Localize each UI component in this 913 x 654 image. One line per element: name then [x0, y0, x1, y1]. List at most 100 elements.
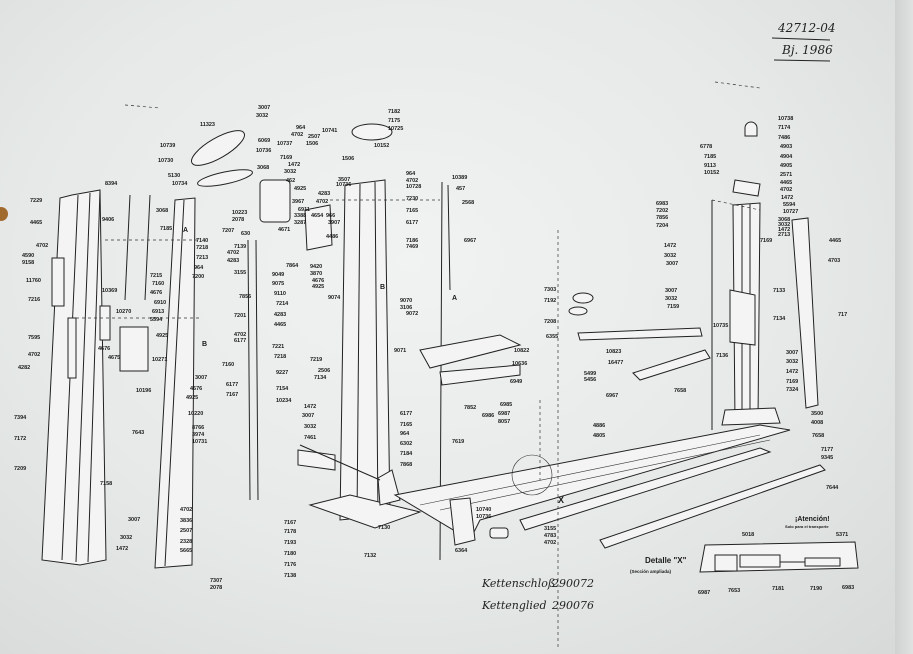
part-number-label: 4702 — [406, 178, 418, 184]
reference-number: 42712-04 — [777, 21, 836, 35]
part-number-label: 10152 — [704, 170, 719, 176]
part-number-label: 4486 — [326, 234, 338, 240]
part-number-label: 10822 — [514, 348, 529, 354]
part-number-label: 10234 — [276, 398, 292, 404]
right-column-drawing — [711, 121, 819, 430]
part-number-label: 7169 — [280, 155, 292, 161]
part-number-label: 7230 — [406, 196, 418, 202]
part-number-label: 7169 — [786, 379, 798, 385]
part-number-label: 3007 — [786, 350, 798, 356]
lifting-arms-drawing — [419, 292, 711, 386]
part-number-label: 7324 — [786, 387, 799, 393]
part-number-label: 2568 — [462, 200, 474, 206]
part-number-label: 11323 — [200, 122, 215, 128]
part-number-label: 7139 — [234, 244, 246, 250]
part-number-label: 7643 — [132, 430, 144, 436]
part-number-label: 5665 — [180, 548, 192, 554]
part-number-label: 7307 — [210, 578, 222, 584]
part-number-label: 4676 — [98, 346, 110, 352]
part-number-label: 7186 — [406, 238, 418, 244]
page-edge — [895, 0, 913, 654]
part-number-label: 7486 — [778, 135, 790, 141]
part-number-label: 3388 — [294, 213, 306, 219]
part-number-label: 4703 — [828, 258, 840, 264]
part-number-label: 10736 — [336, 182, 351, 188]
part-number-label: 9071 — [394, 348, 406, 354]
part-number-label: 1472 — [664, 243, 676, 249]
part-number-label: 2078 — [232, 217, 244, 223]
part-number-label: 7134 — [773, 316, 786, 322]
part-number-label: 6177 — [226, 382, 238, 388]
part-number-label: 5130 — [168, 173, 180, 179]
floor-frame-drawing — [299, 424, 826, 549]
part-number-label: 7133 — [773, 288, 785, 294]
part-number-label: 7213 — [196, 255, 208, 261]
part-number-label: 964 — [296, 125, 306, 131]
part-number-label: 1506 — [342, 156, 354, 162]
part-number-label: 9049 — [272, 272, 284, 278]
part-number-label: 6177 — [406, 220, 418, 226]
part-number-label: 10741 — [322, 128, 337, 134]
part-number-label: 7394 — [14, 415, 27, 421]
part-number-label: 4283 — [318, 191, 330, 197]
part-number-label: 964 — [400, 431, 410, 437]
part-number-label: 7864 — [286, 263, 299, 269]
part-number-label: 9074 — [328, 295, 341, 301]
part-number-label: 7219 — [310, 357, 322, 363]
part-number-label: 4676 — [312, 278, 324, 284]
part-number-label: 10271 — [152, 357, 167, 363]
part-number-label: 7169 — [760, 238, 772, 244]
part-number-label: 7193 — [284, 540, 296, 546]
part-number-label: 3870 — [310, 271, 322, 277]
part-number-label: 3007 — [302, 413, 314, 419]
part-number-label: 6177 — [234, 338, 246, 344]
part-number-label: 3155 — [544, 526, 556, 532]
part-number-label: 7154 — [276, 386, 289, 392]
part-number-label: 7172 — [14, 436, 26, 442]
part-number-label: 4904 — [780, 154, 793, 160]
part-number-label: 7160 — [152, 281, 164, 287]
part-number-label: 7192 — [544, 298, 556, 304]
detail-marker: X — [558, 495, 564, 505]
part-number-label: 2507 — [308, 134, 320, 140]
year-note: Bj. 1986 — [781, 43, 833, 57]
part-number-label: 9227 — [276, 370, 288, 376]
part-number-label: 10369 — [102, 288, 117, 294]
part-number-label: 7165 — [406, 208, 418, 214]
part-number-label: 630 — [241, 231, 250, 237]
part-number-label: 4925 — [156, 333, 168, 339]
part-number-label: 6949 — [510, 379, 522, 385]
part-number-label: 3974 — [192, 432, 205, 438]
part-number-label: 10389 — [452, 175, 467, 181]
part-number-label: 10725 — [388, 126, 403, 132]
part-number-label: 9406 — [102, 217, 114, 223]
part-number-label: 7182 — [388, 109, 400, 115]
part-number-label: 10223 — [232, 210, 247, 216]
handwritten-note-number: 290072 — [551, 577, 594, 590]
part-number-label: 6910 — [154, 300, 166, 306]
part-number-label: 3032 — [665, 296, 677, 302]
part-number-label: 4783 — [544, 533, 556, 539]
part-number-label: 3007 — [258, 105, 270, 111]
part-number-label: 2328 — [180, 539, 192, 545]
part-number-label: 4676 — [150, 290, 162, 296]
part-number-label: 1472 — [116, 546, 128, 552]
part-number-label: 10739 — [160, 143, 175, 149]
part-number-label: 3155 — [234, 270, 246, 276]
part-number-label: 10738 — [778, 116, 793, 122]
marker-b: B — [380, 284, 385, 291]
part-number-label: 7469 — [406, 244, 418, 250]
part-number-label: 2506 — [318, 368, 330, 374]
part-number-label: 7868 — [400, 462, 412, 468]
part-number-label: 3032 — [304, 424, 316, 430]
part-number-label: 9075 — [272, 281, 284, 287]
part-number-label: 7176 — [284, 562, 296, 568]
part-number-label: 4676 — [190, 386, 202, 392]
assembly-guide-lines — [70, 81, 761, 650]
part-number-label: 4465 — [30, 220, 42, 226]
part-number-label: 7208 — [544, 319, 556, 325]
part-number-label: 4702 — [180, 507, 192, 513]
part-number-label: 10740 — [476, 507, 491, 513]
detail-subtitle: (Sección ampliada) — [630, 569, 672, 574]
part-number-label: 6778 — [700, 144, 712, 150]
